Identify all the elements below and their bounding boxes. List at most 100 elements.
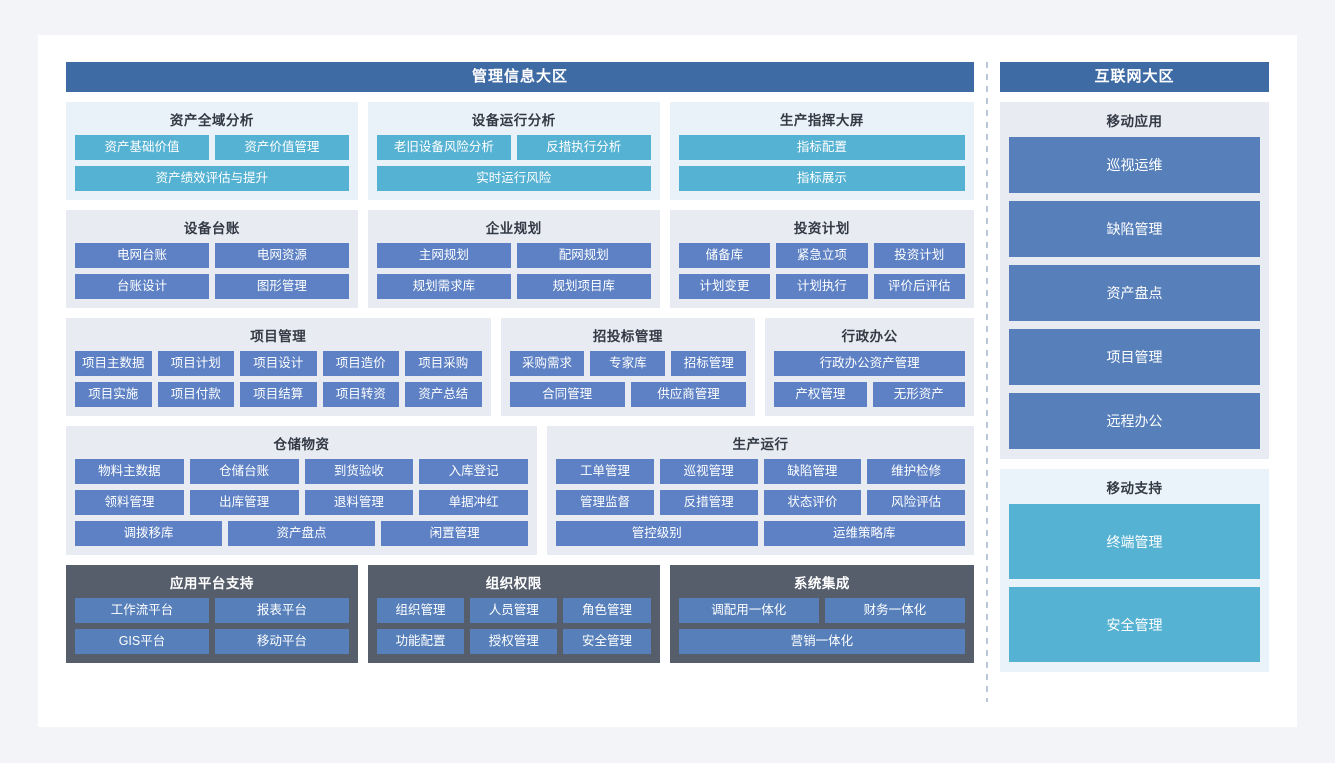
module-tile[interactable]: 安全管理 (563, 629, 651, 654)
module-tile[interactable]: 物料主数据 (75, 459, 184, 484)
module-tile[interactable]: 项目计划 (157, 351, 234, 376)
module-tile[interactable]: 运维策略库 (763, 521, 966, 546)
module-tile[interactable]: 工作流平台 (75, 598, 209, 623)
module-tile[interactable]: 出库管理 (189, 490, 299, 515)
card-spacer (1000, 459, 1269, 469)
module-tile[interactable]: 人员管理 (470, 598, 558, 623)
module-card-title: 投资计划 (793, 221, 850, 236)
tile-row: 资产绩效评估与提升 (75, 166, 349, 191)
module-tile[interactable]: 项目主数据 (75, 351, 152, 376)
card-row: 项目管理项目主数据项目计划项目设计项目造价项目采购项目实施项目付款项目结算项目转… (66, 318, 974, 416)
module-tile[interactable]: 行政办公资产管理 (774, 351, 965, 376)
side-module-tile[interactable]: 安全管理 (1009, 587, 1260, 662)
module-tile[interactable]: 报表平台 (214, 598, 349, 623)
module-tile[interactable]: 闲置管理 (381, 521, 529, 546)
module-tile[interactable]: 图形管理 (214, 274, 349, 299)
module-tile[interactable]: 电网资源 (214, 243, 349, 268)
module-tile[interactable]: 项目设计 (240, 351, 317, 376)
module-tile[interactable]: 计划变更 (678, 274, 771, 299)
module-card-title: 项目管理 (250, 329, 307, 344)
module-tile[interactable]: 专家库 (590, 351, 666, 376)
module-tile[interactable]: 调配用一体化 (678, 598, 819, 623)
module-tile[interactable]: 维护检修 (867, 459, 966, 484)
module-tile[interactable]: 项目付款 (157, 382, 234, 407)
module-tile[interactable]: 产权管理 (774, 382, 867, 407)
module-tile[interactable]: 缺陷管理 (763, 459, 862, 484)
module-tile[interactable]: 管控级别 (556, 521, 758, 546)
module-tile[interactable]: 投资计划 (873, 243, 965, 268)
module-tile[interactable]: 风险评估 (867, 490, 966, 515)
module-card: 企业规划主网规划配网规划规划需求库规划项目库 (367, 210, 660, 308)
module-tile[interactable]: 组织管理 (376, 598, 465, 623)
tile-row: 台账设计图形管理 (75, 274, 349, 299)
side-module-tile[interactable]: 巡视运维 (1009, 137, 1260, 193)
module-card-title: 应用平台支持 (169, 576, 254, 591)
module-tile[interactable]: 状态评价 (763, 490, 862, 515)
module-tile[interactable]: 合同管理 (509, 382, 625, 407)
module-tile[interactable]: 招标管理 (671, 351, 747, 376)
side-module-tile[interactable]: 缺陷管理 (1009, 201, 1260, 257)
internet-zone-column: 互联网大区 移动应用巡视运维缺陷管理资产盘点项目管理远程办公移动支持终端管理安全… (1000, 62, 1269, 702)
module-tile[interactable]: 领料管理 (75, 490, 184, 515)
module-tile[interactable]: 台账设计 (75, 274, 209, 299)
module-tile[interactable]: 配网规划 (516, 243, 651, 268)
module-tile[interactable]: 调拨移库 (75, 521, 223, 546)
side-module-tile[interactable]: 资产盘点 (1009, 265, 1260, 321)
tile-row: 调拨移库资产盘点闲置管理 (75, 521, 529, 546)
module-tile[interactable]: 无形资产 (872, 382, 965, 407)
module-tile[interactable]: 储备库 (678, 243, 771, 268)
module-tile[interactable]: 规划需求库 (376, 274, 511, 299)
module-card: 生产指挥大屏指标配置指标展示 (669, 102, 974, 200)
tile-row: 功能配置授权管理安全管理 (376, 629, 651, 654)
module-tile[interactable]: 到货验收 (304, 459, 414, 484)
module-tile[interactable]: 主网规划 (376, 243, 511, 268)
module-tile[interactable]: 资产盘点 (228, 521, 376, 546)
side-module-card: 移动支持终端管理安全管理 (1000, 469, 1269, 672)
module-tile[interactable]: 仓储台账 (189, 459, 299, 484)
module-tile[interactable]: 项目结算 (240, 382, 317, 407)
module-tile[interactable]: 项目转资 (322, 382, 399, 407)
module-card-title: 生产运行 (732, 437, 789, 452)
module-tile[interactable]: 资产绩效评估与提升 (75, 166, 349, 191)
module-tile[interactable]: 工单管理 (556, 459, 654, 484)
module-tile[interactable]: 资产基础价值 (75, 135, 209, 160)
side-module-tile[interactable]: 项目管理 (1009, 329, 1260, 385)
management-zone-header: 管理信息大区 (66, 62, 974, 92)
module-tile[interactable]: 规划项目库 (516, 274, 651, 299)
module-tile[interactable]: 指标展示 (678, 166, 965, 191)
module-tile[interactable]: 老旧设备风险分析 (376, 135, 511, 160)
side-module-tile[interactable]: 终端管理 (1009, 504, 1260, 579)
module-tile[interactable]: 财务一体化 (824, 598, 965, 623)
module-tile[interactable]: 退料管理 (304, 490, 414, 515)
tile-row: 项目实施项目付款项目结算项目转资资产总结 (75, 382, 482, 407)
module-tile[interactable]: 资产价值管理 (214, 135, 349, 160)
module-tile[interactable]: 资产总结 (405, 382, 482, 407)
module-tile[interactable]: 项目采购 (405, 351, 482, 376)
module-tile[interactable]: 评价后评估 (873, 274, 965, 299)
module-card: 组织权限组织管理人员管理角色管理功能配置授权管理安全管理 (367, 565, 660, 663)
module-tile[interactable]: 管理监督 (556, 490, 654, 515)
module-tile[interactable]: 指标配置 (678, 135, 965, 160)
module-tile[interactable]: 采购需求 (509, 351, 585, 376)
module-tile[interactable]: 供应商管理 (630, 382, 747, 407)
module-tile[interactable]: 计划执行 (776, 274, 868, 299)
module-card-title: 资产全域分析 (169, 113, 254, 128)
module-tile[interactable]: 功能配置 (376, 629, 465, 654)
module-tile[interactable]: 反措管理 (659, 490, 758, 515)
module-tile[interactable]: 角色管理 (563, 598, 651, 623)
module-tile[interactable]: 项目实施 (75, 382, 152, 407)
module-tile[interactable]: 巡视管理 (659, 459, 758, 484)
module-tile[interactable]: GIS平台 (75, 629, 209, 654)
module-tile[interactable]: 营销一体化 (678, 629, 965, 654)
module-tile[interactable]: 电网台账 (75, 243, 209, 268)
module-tile[interactable]: 授权管理 (470, 629, 558, 654)
module-card: 项目管理项目主数据项目计划项目设计项目造价项目采购项目实施项目付款项目结算项目转… (66, 318, 491, 416)
side-module-tile[interactable]: 远程办公 (1009, 393, 1260, 449)
module-tile[interactable]: 入库登记 (419, 459, 529, 484)
module-tile[interactable]: 紧急立项 (776, 243, 868, 268)
module-tile[interactable]: 单据冲红 (419, 490, 529, 515)
module-tile[interactable]: 实时运行风险 (376, 166, 651, 191)
module-tile[interactable]: 移动平台 (214, 629, 349, 654)
module-tile[interactable]: 项目造价 (322, 351, 399, 376)
module-tile[interactable]: 反措执行分析 (516, 135, 651, 160)
